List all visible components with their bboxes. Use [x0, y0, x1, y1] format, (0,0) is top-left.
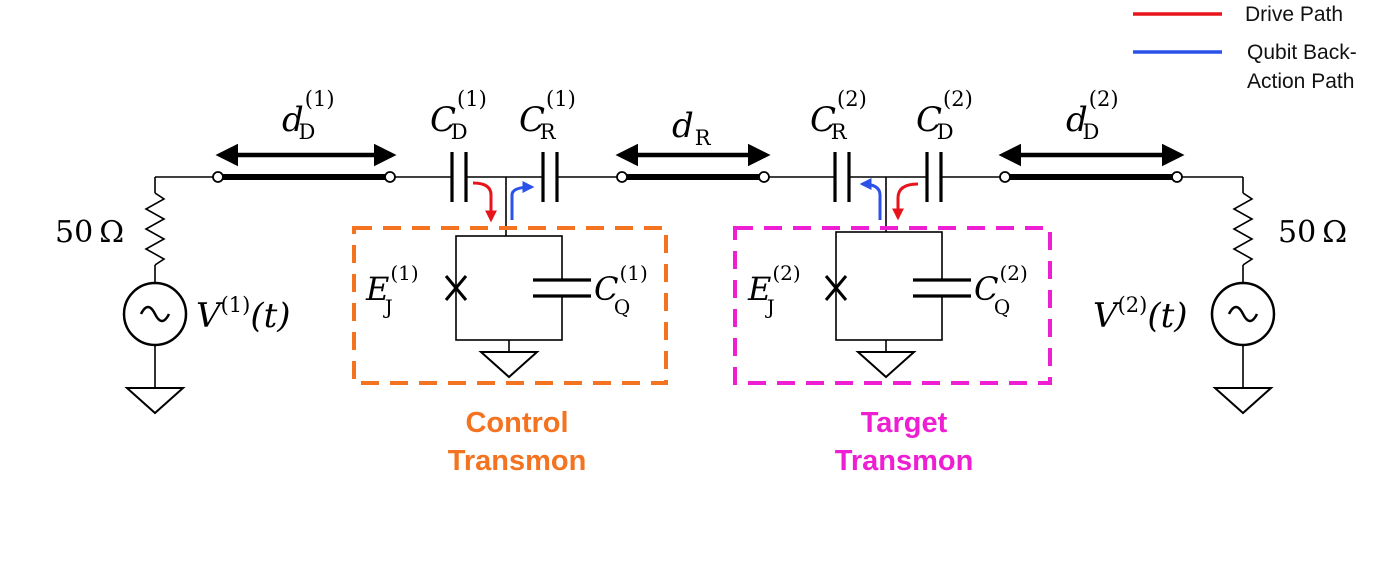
caption-target-line1: Target: [861, 407, 948, 439]
ground-left: [124, 387, 186, 415]
capacitor-CR2: [833, 152, 851, 202]
legend: Drive Path Qubit Back- Action Path: [1133, 3, 1357, 93]
drive-arrow-target: [892, 182, 919, 221]
voltage-source-right: [1210, 281, 1276, 388]
target-transmon-box: [733, 226, 1052, 385]
legend-backaction-label-2: Action Path: [1247, 70, 1354, 93]
legend-drive-label: Drive Path: [1245, 3, 1343, 26]
josephson-junction-control: [444, 275, 468, 301]
ground-right: [1212, 387, 1274, 415]
transmission-line-dR: [616, 171, 770, 183]
label-CR1: C(1)R: [519, 87, 576, 144]
ground-target: [855, 351, 917, 379]
caption-target-line2: Transmon: [835, 445, 974, 477]
resistor-right: [1232, 192, 1254, 283]
josephson-junction-target: [824, 275, 848, 301]
label-EJ1: E(1)J: [365, 261, 419, 319]
backaction-arrow-control: [510, 181, 535, 220]
label-EJ2: E(2)J: [747, 261, 801, 319]
transmission-line-dD1: [212, 171, 396, 183]
capacitor-CD2: [925, 152, 943, 202]
drive-arrow-control: [472, 181, 497, 223]
label-CD2: C(2)D: [916, 87, 973, 144]
capacitor-CD1: [450, 152, 468, 202]
backaction-arrow-target: [859, 178, 882, 220]
label-v1: V(1)(t): [196, 293, 291, 336]
target-transmon-circuit: [824, 177, 971, 379]
legend-backaction-label-1: Qubit Back-: [1247, 41, 1357, 64]
label-v2: V(2)(t): [1093, 293, 1188, 336]
caption-control-line1: Control: [465, 407, 568, 439]
ground-control: [478, 351, 540, 379]
control-transmon-box: [352, 226, 668, 385]
label-dR: dR: [672, 106, 712, 150]
transmission-line-dD2: [999, 171, 1183, 183]
label-dD2: d(2)D: [1066, 87, 1119, 144]
resistor-left: [144, 192, 166, 283]
label-CR2: C(2)R: [810, 87, 867, 144]
label-CQ1: C(1)Q: [594, 261, 648, 319]
voltage-source-left: [122, 281, 188, 388]
label-CQ2: C(2)Q: [974, 261, 1028, 319]
label-dD1: d(1)D: [282, 87, 335, 144]
caption-control-line2: Transmon: [448, 445, 587, 477]
label-CD1: C(1)D: [430, 87, 487, 144]
capacitor-CR1: [541, 152, 559, 202]
main-wires: [154, 176, 1244, 193]
control-transmon-circuit: [444, 177, 591, 379]
